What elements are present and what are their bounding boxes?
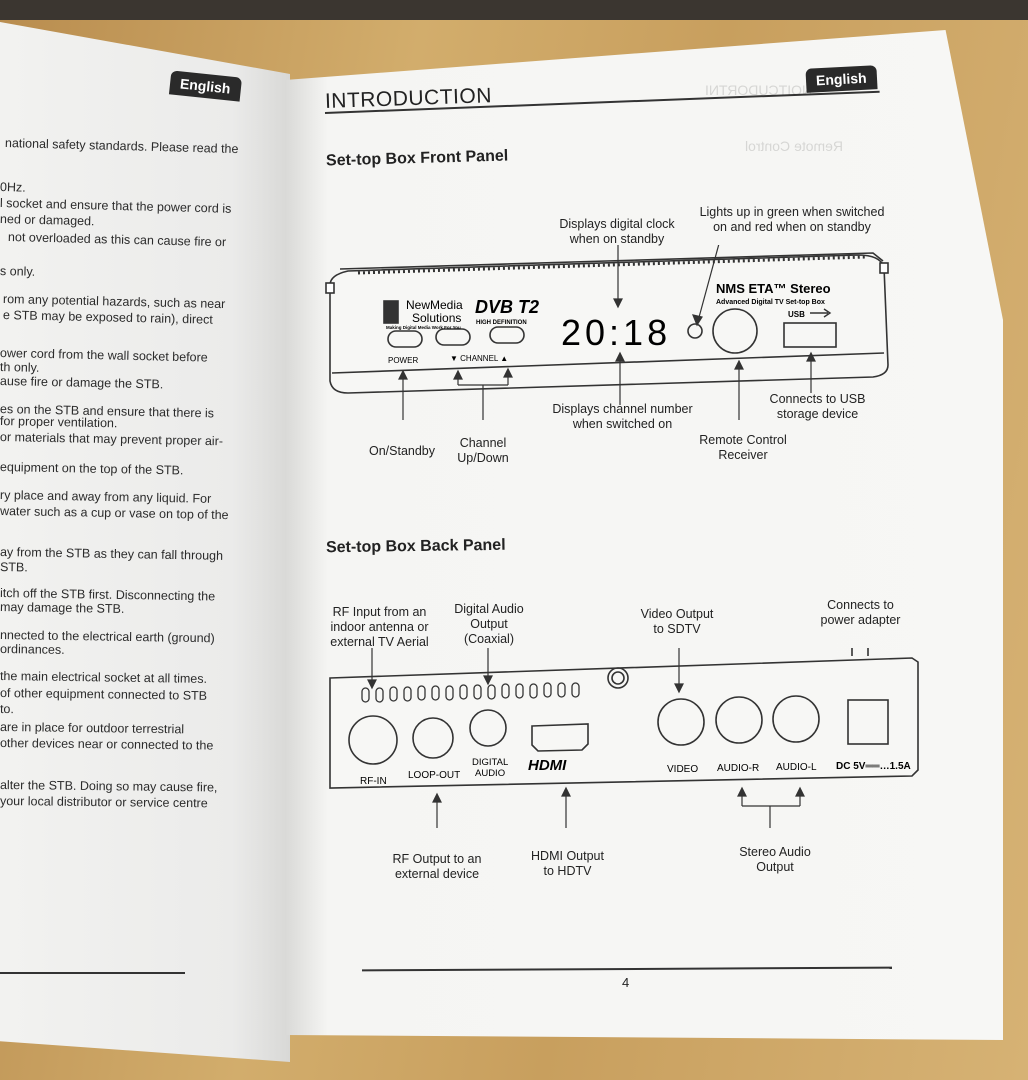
desk-edge (0, 0, 1028, 20)
brand-tagline: Making Digital Media Work For You (386, 325, 461, 330)
left-text-line: alter the STB. Doing so may cause fire, (0, 778, 218, 795)
hdmi-logo: HDMI (528, 757, 567, 774)
ghost-text: Remote Control (745, 138, 844, 154)
usb-icon (810, 308, 832, 318)
left-footer-rule (0, 972, 185, 974)
port-dc: DC 5V══…1.5A (836, 761, 911, 772)
left-text-line: STB. (0, 560, 28, 575)
label-standby: On/Standby (368, 444, 435, 458)
port-digital-audio-1: DIGITAL (472, 757, 508, 768)
dvb-sub: HIGH DEFINITION (476, 320, 527, 326)
page-number: 4 (622, 975, 630, 990)
left-page (0, 22, 290, 1062)
dvb-logo: DVB T2 (475, 297, 539, 317)
left-text-line: may damage the STB. (0, 600, 125, 616)
port-rf-in: RF-IN (360, 776, 387, 787)
left-text-line: ned or damaged. (0, 212, 95, 229)
left-text-line: your local distributor or service centre (0, 794, 208, 811)
right-page (285, 30, 1003, 1040)
left-text-line: of other equipment connected to STB (0, 686, 208, 703)
port-loop-out: LOOP-OUT (408, 770, 460, 781)
left-text-line: are in place for outdoor terrestrial (0, 720, 185, 737)
left-text-line: the main electrical socket at all times. (0, 669, 208, 686)
brand-name-2: Solutions (412, 311, 461, 325)
channel-label: ▼ CHANNEL ▲ (450, 354, 508, 363)
back-panel-diagram: RF-IN LOOP-OUT DIGITAL AUDIO HDMI VIDEO … (329, 648, 919, 828)
model-sub: Advanced Digital TV Set-top Box (716, 299, 825, 306)
port-video: VIDEO (667, 764, 698, 775)
model-name: NMS ETA™ Stereo (716, 281, 831, 296)
left-text-line: s only. (0, 264, 36, 279)
port-audio-r: AUDIO-R (717, 763, 759, 774)
port-audio-l: AUDIO-L (776, 762, 817, 773)
left-text-line: ordinances. (0, 642, 65, 657)
display-digits: 20:18 (561, 312, 671, 353)
left-text-line: to. (0, 702, 15, 717)
brand-name-1: NewMedia (406, 298, 463, 312)
right-language-tab: English (805, 65, 878, 93)
back-panel-heading: Set-top Box Back Panel (325, 536, 506, 557)
port-digital-audio-2: AUDIO (475, 768, 505, 779)
left-text-line: other devices near or connected to the (0, 736, 214, 753)
left-text-line: 0Hz. (0, 180, 26, 195)
left-text-line: for proper ventilation. (0, 414, 118, 431)
front-panel-diagram: NewMedia Solutions Making Digital Media … (325, 245, 889, 420)
power-label: POWER (388, 356, 418, 365)
usb-label: USB (788, 310, 805, 319)
